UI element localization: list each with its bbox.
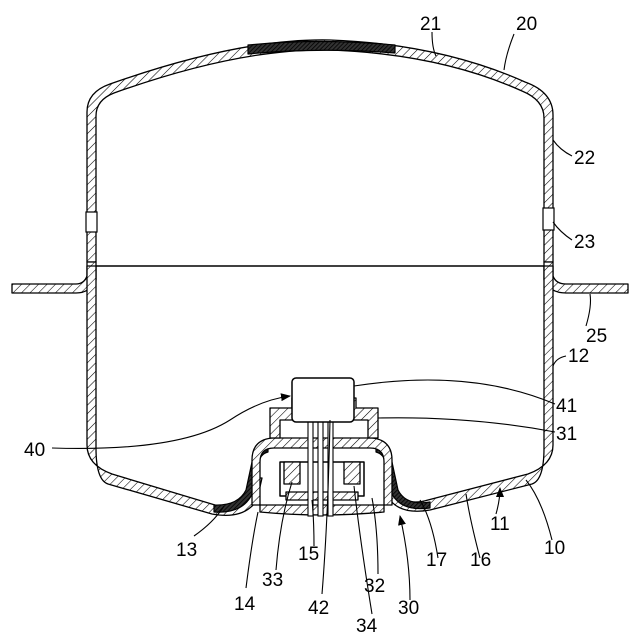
label-40: 40 <box>24 440 45 461</box>
label-11: 11 <box>490 514 510 535</box>
label-20: 20 <box>516 14 537 35</box>
inner-block-33 <box>284 462 300 484</box>
label-30: 30 <box>398 598 419 619</box>
label-16: 16 <box>470 550 491 571</box>
label-15: 15 <box>298 544 319 565</box>
opening-left <box>86 212 97 232</box>
opening-23 <box>543 208 554 230</box>
label-14: 14 <box>234 594 256 615</box>
label-17: 17 <box>426 550 447 571</box>
label-31: 31 <box>556 424 577 445</box>
label-12: 12 <box>568 346 589 367</box>
label-21: 21 <box>420 14 441 35</box>
upper-shell-20 <box>86 40 554 262</box>
label-42: 42 <box>308 598 329 619</box>
sensor-element-41 <box>292 378 354 422</box>
reference-numerals: 20 21 22 23 25 12 41 31 40 13 14 33 15 4… <box>24 14 607 637</box>
label-34: 34 <box>356 616 378 637</box>
label-10: 10 <box>544 538 565 559</box>
label-41: 41 <box>556 396 577 417</box>
label-25: 25 <box>586 326 607 347</box>
label-13: 13 <box>176 540 197 561</box>
label-32: 32 <box>364 576 385 597</box>
label-33: 33 <box>262 570 283 591</box>
label-23: 23 <box>574 232 595 253</box>
inner-block-34 <box>344 462 360 484</box>
label-22: 22 <box>574 148 595 169</box>
